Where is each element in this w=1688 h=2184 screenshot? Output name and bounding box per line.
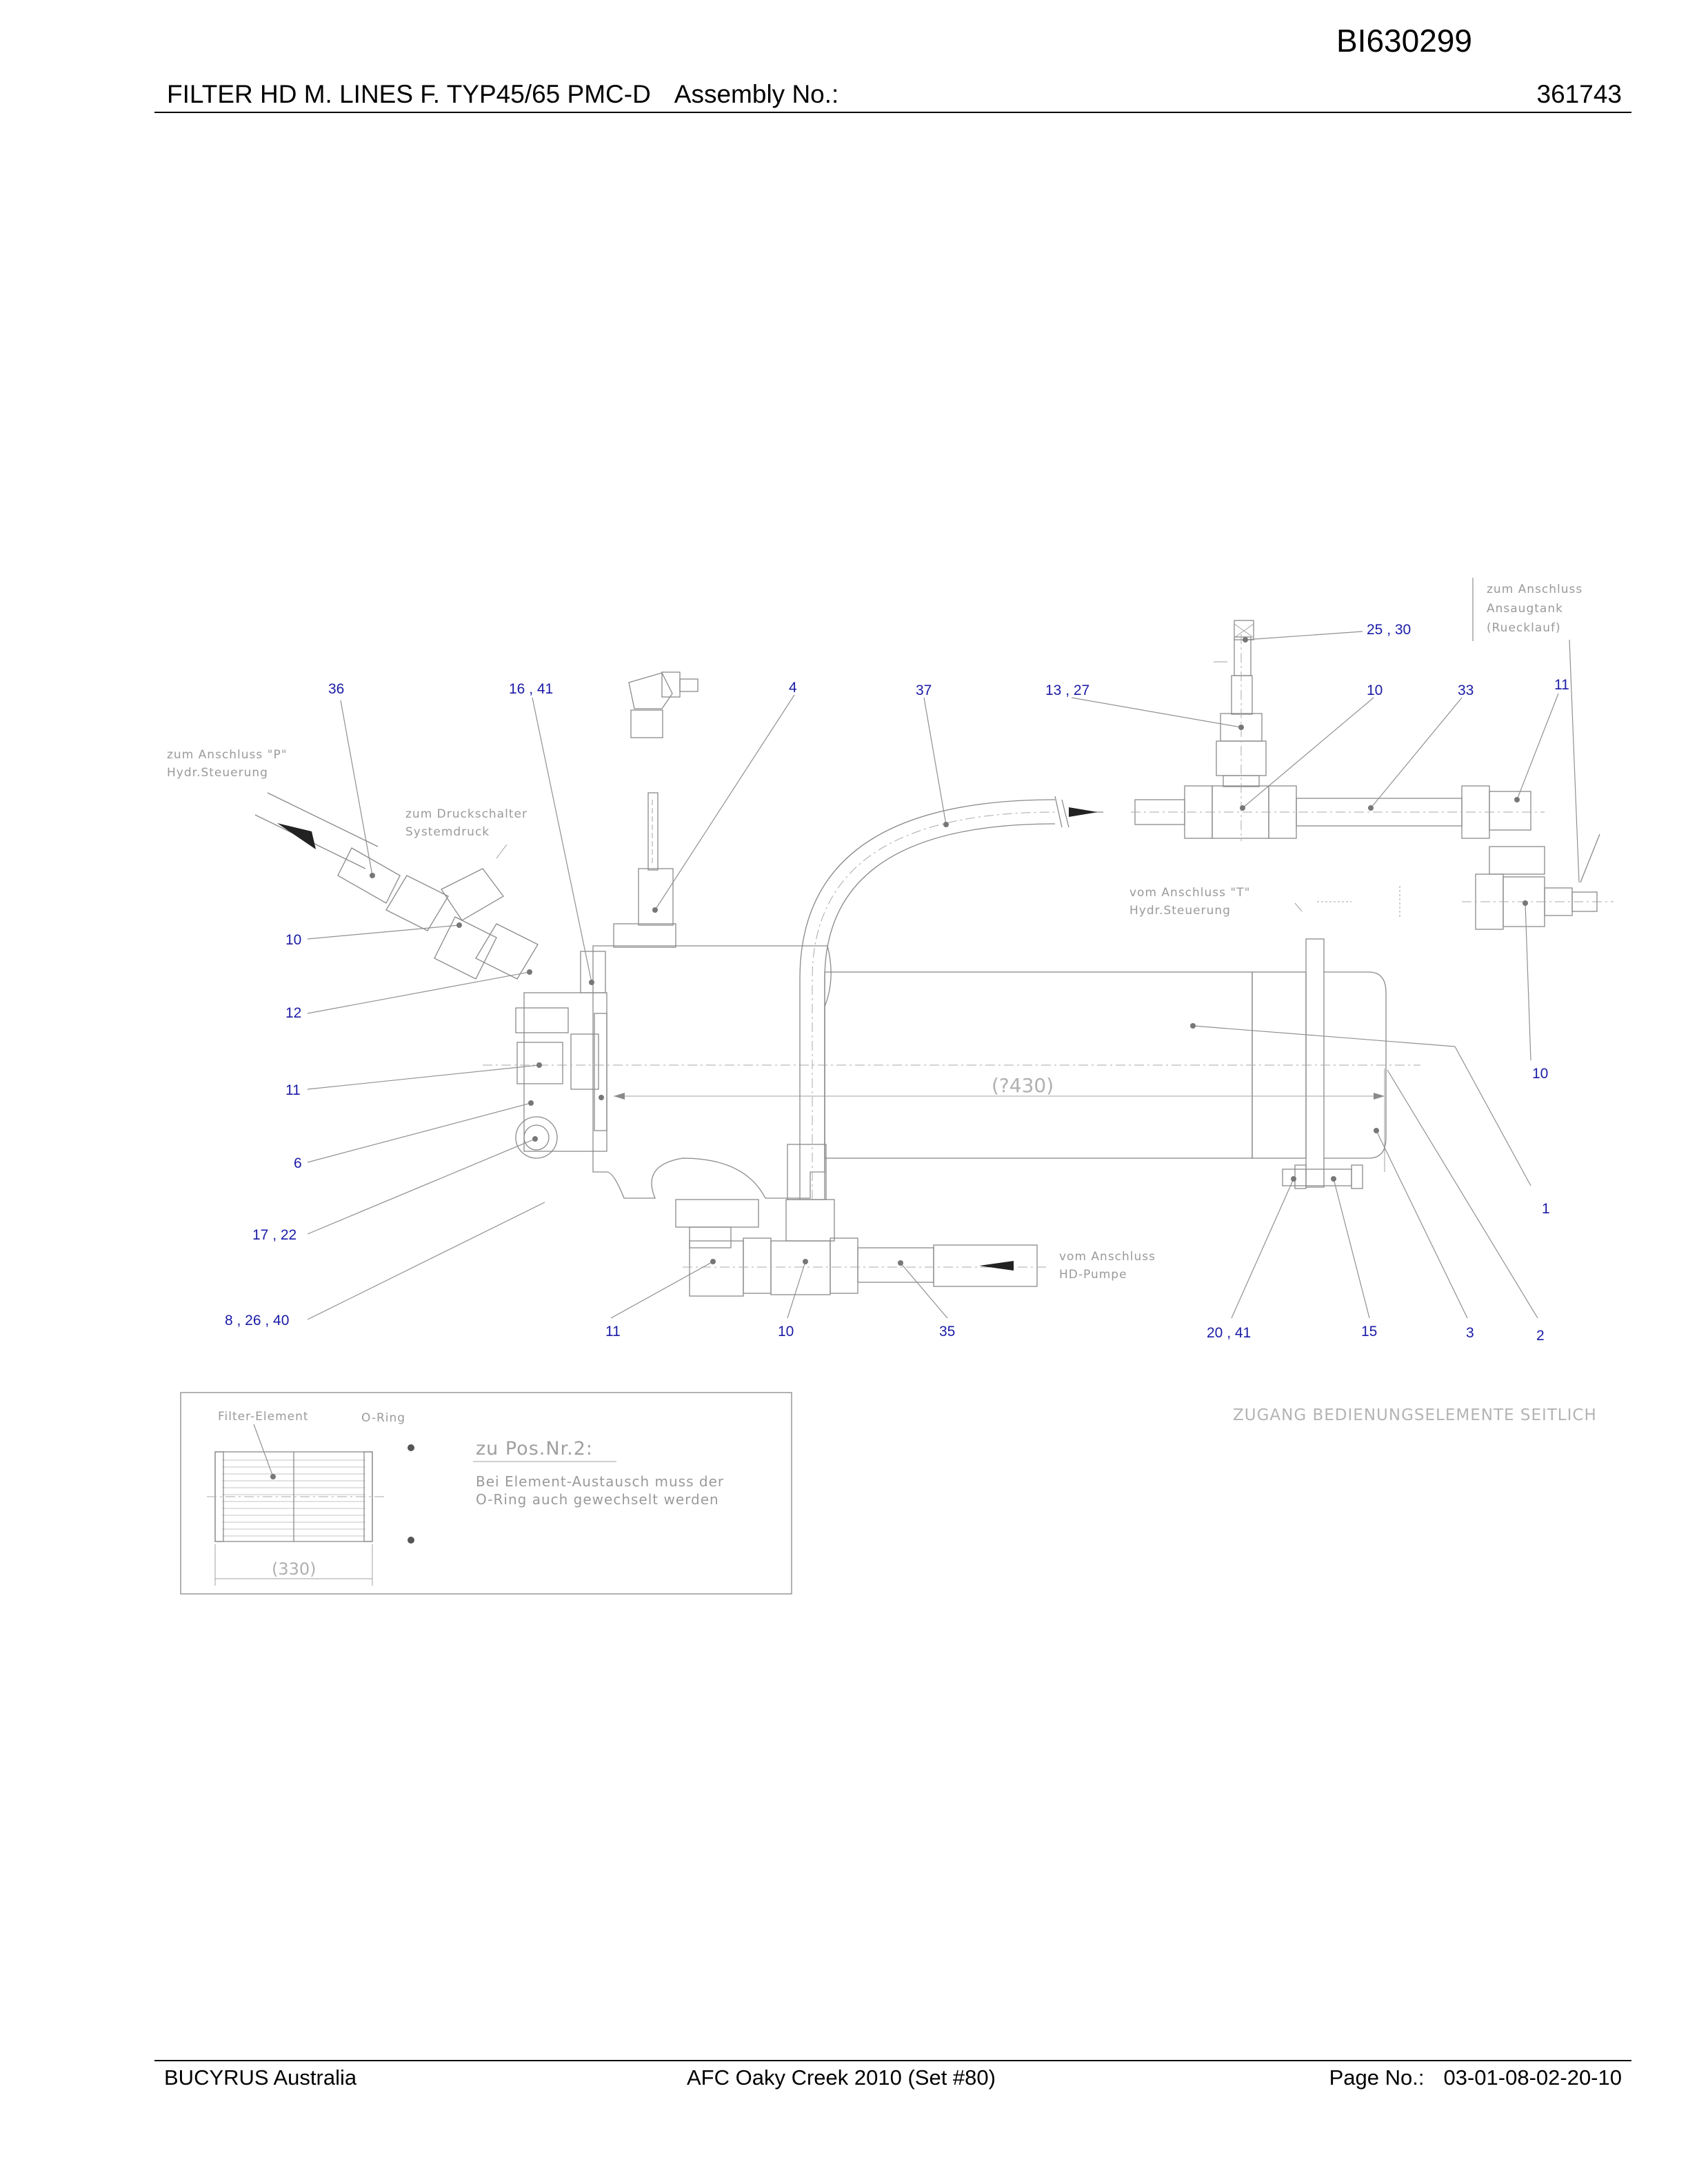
note-tank-line2: Ansaugtank: [1487, 602, 1563, 616]
callout-1: 1: [1542, 1201, 1550, 1217]
inset-text-line1: Bei Element-Austausch muss der: [476, 1473, 724, 1490]
callout-11-top: 11: [1554, 677, 1569, 693]
callout-6: 6: [294, 1155, 302, 1171]
header-rule: [154, 112, 1631, 113]
note-p-line2: Hydr.Steuerung: [167, 766, 268, 780]
callout-2: 2: [1536, 1328, 1545, 1344]
callout-3: 3: [1466, 1325, 1474, 1341]
footer-company: BUCYRUS Australia: [164, 2065, 357, 2090]
p-line-fitting: [254, 792, 539, 980]
note-druck-line2: Systemdruck: [405, 825, 490, 839]
callout-36: 36: [328, 681, 344, 697]
leader-dots: [370, 637, 1528, 1266]
callout-11-left: 11: [285, 1082, 301, 1098]
note-druck-line1: zum Druckschalter: [405, 807, 528, 821]
footer-project: AFC Oaky Creek 2010 (Set #80): [687, 2065, 996, 2090]
main-dimension-label: (?430): [992, 1074, 1054, 1097]
callout-10-right: 10: [1532, 1066, 1548, 1082]
note-access: ZUGANG BEDIENUNGSELEMENTE SEITLICH: [1233, 1406, 1597, 1424]
assembly-label: Assembly No.:: [674, 80, 839, 108]
footer-rule: [154, 2060, 1631, 2061]
callout-25-30: 25 , 30: [1367, 622, 1411, 638]
callout-20-41: 20 , 41: [1207, 1325, 1251, 1341]
filter-head-block: [515, 792, 832, 1199]
note-tank-line1: zum Anschluss: [1487, 583, 1582, 596]
callout-10-top: 10: [1367, 682, 1383, 698]
drawing-notes: zum Anschluss "P" Hydr.Steuerung zum Dru…: [167, 583, 1597, 1424]
callout-12: 12: [285, 1005, 301, 1021]
inset-heading: zu Pos.Nr.2:: [476, 1438, 593, 1459]
callout-numbers: 36 16 , 41 4 37 13 , 27 25 , 30 10 33 11…: [225, 622, 1569, 1344]
bottom-manifold: [675, 1199, 1048, 1297]
callout-4: 4: [789, 680, 797, 696]
document-title: FILTER HD M. LINES F. TYP45/65 PMC-D Asse…: [167, 80, 838, 109]
callout-33: 33: [1458, 682, 1474, 698]
callout-17-22: 17 , 22: [252, 1227, 297, 1243]
callout-10-bottom: 10: [778, 1324, 794, 1339]
footer-page-label: Page No.:: [1329, 2065, 1425, 2090]
assembly-title: FILTER HD M. LINES F. TYP45/65 PMC-D: [167, 80, 651, 108]
callout-8-26-40: 8 , 26 , 40: [225, 1313, 289, 1328]
main-dimension: (?430): [614, 1069, 1385, 1172]
return-hose: [787, 796, 1103, 1200]
note-t-line2: Hydr.Steuerung: [1129, 904, 1231, 918]
note-p-line1: zum Anschluss "P": [167, 748, 288, 762]
inset-dimension: (330): [272, 1559, 316, 1579]
callout-10-left: 10: [285, 932, 301, 948]
callout-37: 37: [916, 682, 932, 698]
note-hd-line1: vom Anschluss: [1059, 1250, 1156, 1264]
callout-11-bottom: 11: [605, 1324, 621, 1339]
inset-label-oring: O-Ring: [361, 1411, 405, 1425]
top-right-manifold: [1131, 634, 1614, 930]
leader-lines: [307, 578, 1580, 1320]
inset-label-element: Filter-Element: [218, 1410, 309, 1424]
note-t-line1: vom Anschluss "T": [1129, 886, 1250, 900]
note-hd-line2: HD-Pumpe: [1059, 1268, 1127, 1282]
inset-text-line2: O-Ring auch gewechselt werden: [476, 1491, 719, 1508]
callout-13-27: 13 , 27: [1045, 682, 1089, 698]
callout-15: 15: [1361, 1324, 1377, 1339]
callout-16-41: 16 , 41: [509, 681, 553, 697]
footer-page-number: 03-01-08-02-20-10: [1443, 2065, 1622, 2090]
assembly-number: 361743: [1536, 80, 1622, 108]
filter-element-inset: Filter-Element O-Ring (330) zu Pos.Nr.2:…: [180, 1392, 792, 1595]
footer-page: Page No.: 03-01-08-02-20-10: [1329, 2065, 1622, 2090]
document-id: BI630299: [1336, 23, 1472, 59]
note-tank-line3: (Ruecklauf): [1487, 621, 1561, 635]
callout-35: 35: [939, 1324, 955, 1339]
t-port-marker: [1294, 886, 1400, 917]
pressure-switch: [628, 671, 699, 738]
filter-bowl: [824, 938, 1387, 1189]
